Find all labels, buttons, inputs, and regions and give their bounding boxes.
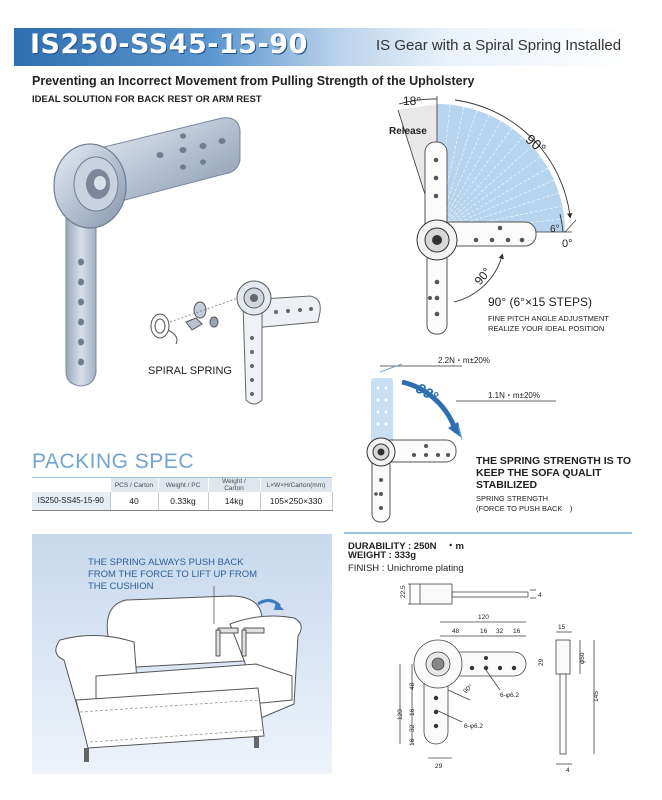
fine-pitch-label: FINE PITCH ANGLE ADJUSTMENT [488,314,609,323]
dim-phi-50: φ50 [579,652,586,664]
release-label: Release [389,126,427,137]
zero-angle: 0° [562,238,573,250]
dim-22-5: 22.5 [400,585,407,598]
dim-48-vert: 48 [409,682,416,690]
packing-table: PCS / Carton Weight / PC Weight / Carton… [32,478,333,511]
dim-32-vert: 32 [409,724,416,732]
sofa-caption: THE SPRING ALWAYS PUSH BACK FROM THE FOR… [88,557,258,592]
bottom-torque: 1.1N・m±20% [488,391,540,400]
dim-29-bottom: 29 [435,763,443,770]
hole-spec-1: 6-φ6.2 [500,692,519,699]
top-torque: 2.2N・m±20% [438,356,490,365]
model-title: IS250-SS45-15-90 [30,29,308,60]
dim-29-side: 29 [538,658,545,666]
packing-weight-pc: 0.33kg [158,492,209,511]
strength-statement: THE SPRING STRENGTH IS TO KEEP THE SOFA … [476,455,631,491]
section-divider [344,532,632,534]
packing-header-weight-pc: Weight / PC [158,478,209,492]
header-subtitle: IS Gear with a Spiral Spring Installed [376,37,622,54]
release-angle: 18° [403,94,421,108]
finish-spec: FINISH : Unichrome plating [348,563,464,574]
packing-header-pcs: PCS / Carton [110,478,159,492]
dim-16-vert-b: 16 [409,738,416,746]
packing-pcs: 40 [110,492,159,511]
dim-120-vert: 120 [397,709,404,720]
dim-48: 48 [452,628,460,635]
packing-dimensions: 105×250×330 [260,492,333,511]
dim-16-b: 16 [513,628,521,635]
dim-4-top: 4 [538,592,542,599]
durability-spec: DURABILITY : 250N ・m [348,541,464,552]
packing-title: PACKING SPEC [32,450,194,473]
packing-weight-carton: 14kg [208,492,261,511]
packing-header-weight-carton: Weight / Carton [208,478,261,492]
packing-header-blank [32,478,111,492]
strength-sub-1: SPRING STRENGTH [476,494,549,503]
ideal-position-label: REALIZE YOUR IDEAL POSITION [488,324,605,333]
dim-32: 32 [496,628,504,635]
dim-angle: 90° [462,682,475,695]
dim-15: 15 [558,624,566,631]
strength-sub: SPRING STRENGTH (FORCE TO PUSH BACK ) [476,494,616,514]
steps-label: 90° (6°×15 STEPS) [488,295,592,309]
dim-16-vert-a: 16 [409,708,416,716]
packing-header-dimensions: L×W×H/Carton(mm) [260,478,333,492]
dim-16-a: 16 [480,628,488,635]
packing-header-row: PCS / Carton Weight / PC Weight / Carton… [32,478,333,492]
dim-120: 120 [478,614,489,621]
header-band [14,28,636,66]
table-row: IS250-SS45-15-90 40 0.33kg 14kg 105×250×… [32,492,333,511]
hole-spec-2: 6-φ6.2 [464,723,483,730]
packing-model: IS250-SS45-15-90 [32,492,111,511]
spiral-spring-label: SPIRAL SPRING [148,365,232,377]
step-angle: 6° [550,224,560,235]
strength-sub-2: (FORCE TO PUSH BACK ) [476,504,573,513]
dim-145: 145 [593,691,600,702]
packing-rule [32,477,332,478]
dim-4-bottom: 4 [566,767,570,774]
headline: Preventing an Incorrect Movement from Pu… [32,74,475,88]
subheadline: IDEAL SOLUTION FOR BACK REST OR ARM REST [32,94,262,105]
weight-spec: WEIGHT : 333g [348,550,417,561]
